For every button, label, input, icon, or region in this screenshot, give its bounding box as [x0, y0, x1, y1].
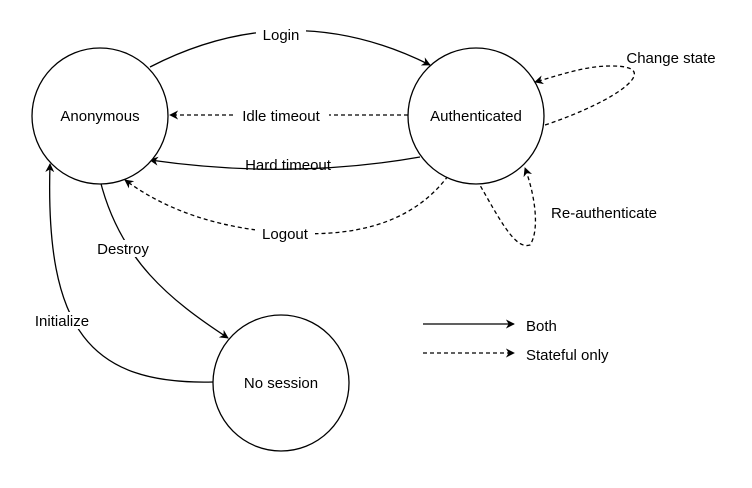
edge-re-authenticate [476, 167, 537, 247]
label-destroy: Destroy [97, 241, 149, 258]
edge-initialize [45, 163, 214, 383]
edge-hard-timeout [149, 156, 421, 170]
state-authenticated-label: Authenticated [430, 108, 522, 125]
edge-change-state [534, 65, 635, 126]
state-anonymous-label: Anonymous [60, 108, 139, 125]
label-initialize: Initialize [35, 313, 89, 330]
state-authenticated: Authenticated [407, 47, 545, 185]
legend: Both Stateful only [423, 318, 609, 364]
edge-destroy [99, 179, 229, 339]
label-idle-timeout: Idle timeout [242, 108, 320, 125]
state-no-session: No session [212, 314, 350, 452]
label-login: Login [263, 27, 300, 44]
label-logout: Logout [262, 226, 309, 243]
label-hard-timeout: Hard timeout [245, 157, 332, 174]
state-anonymous: Anonymous [31, 47, 169, 185]
state-no-session-label: No session [244, 375, 318, 392]
label-re-authenticate: Re-authenticate [551, 205, 657, 222]
legend-both-label: Both [526, 318, 557, 335]
legend-stateful-only-label: Stateful only [526, 347, 609, 364]
label-change-state: Change state [626, 50, 715, 67]
